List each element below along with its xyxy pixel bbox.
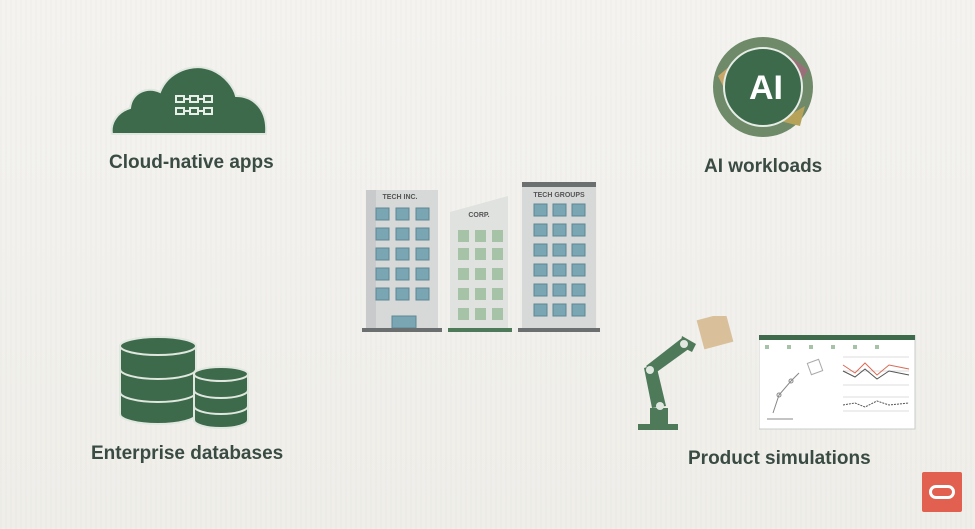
oracle-logo-icon — [922, 472, 962, 512]
enterprise-databases-label: Enterprise databases — [91, 443, 284, 464]
ai-badge-text: AI — [749, 69, 783, 107]
building-corp — [448, 196, 512, 332]
building-tech-inc — [362, 190, 442, 332]
building-tech-groups — [518, 182, 600, 332]
ai-workloads-label: AI workloads — [704, 156, 823, 177]
building-sign-tech-groups: TECH GROUPS — [533, 192, 585, 199]
database-stack-icon — [118, 336, 254, 432]
building-sign-tech-inc: TECH INC. — [382, 194, 418, 201]
cloud-grid-icon — [108, 62, 270, 136]
ai-circle-icon — [710, 36, 816, 138]
building-sign-corp: CORP. — [468, 212, 490, 219]
product-simulations-label: Product simulations — [688, 448, 871, 469]
buildings-illustration — [362, 182, 602, 334]
cloud-native-apps-label: Cloud-native apps — [109, 152, 274, 173]
simulation-dashboard-icon — [759, 335, 917, 431]
robot-arm-icon — [636, 316, 736, 432]
